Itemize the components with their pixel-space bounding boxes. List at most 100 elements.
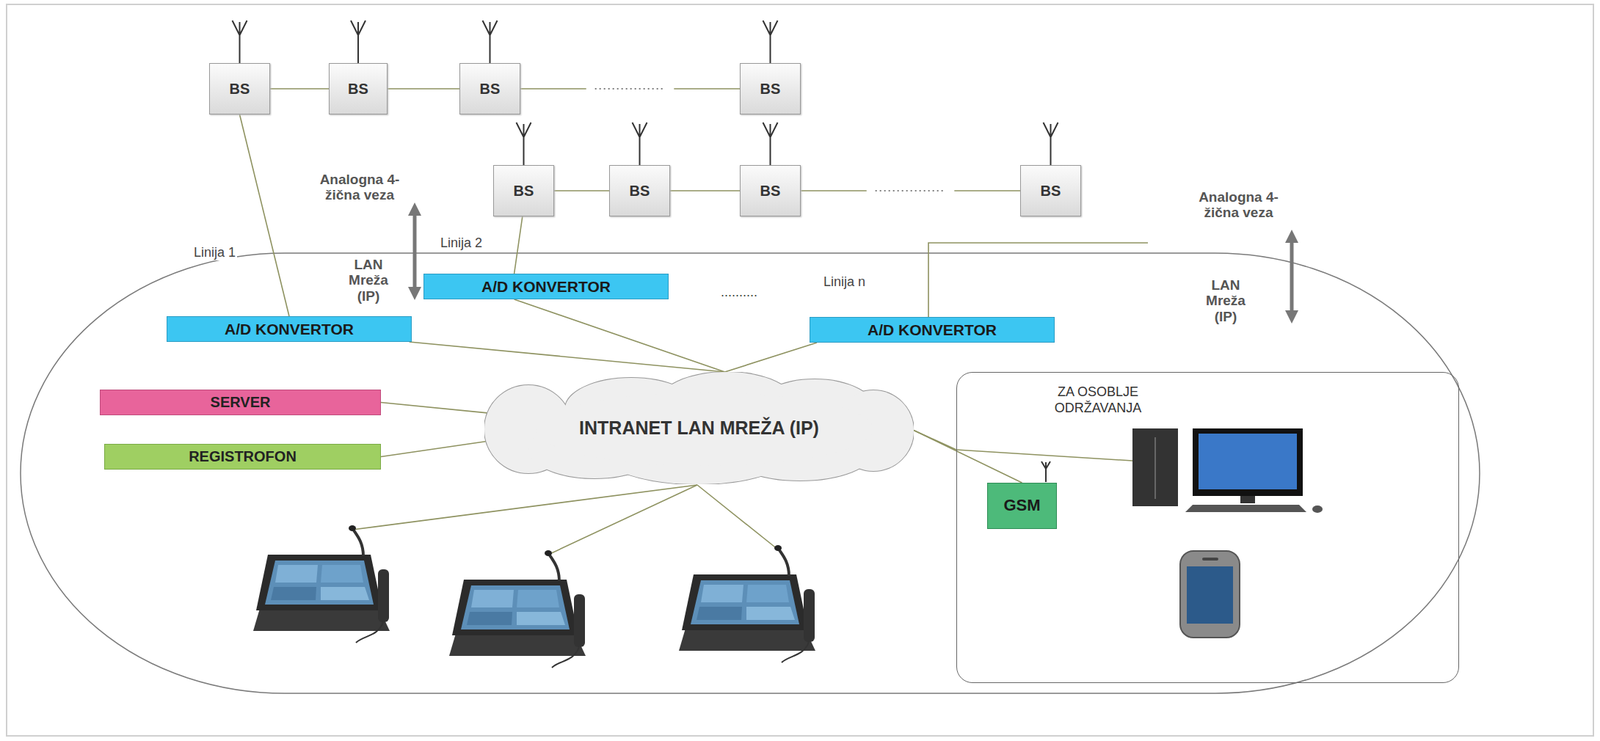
connector-line [670, 190, 740, 192]
node-text: ZA OSOBLJE ODRŽAVANJA [1042, 384, 1154, 417]
connector [514, 216, 523, 274]
connector-line [954, 190, 1021, 192]
line-wire [928, 242, 1148, 318]
frame [6, 4, 1594, 737]
connector-line [380, 402, 494, 414]
wire [956, 449, 1133, 461]
connector [725, 342, 817, 373]
base-station-box: BS [1020, 165, 1082, 217]
connector [380, 402, 494, 414]
antenna-symbol [516, 122, 532, 167]
mobile-phone-icon [1180, 551, 1240, 638]
connector-line [520, 88, 587, 90]
mouse [1312, 505, 1323, 514]
converter-box: A/D KONVERTOR [809, 317, 1055, 343]
pc-tower [1132, 428, 1178, 507]
cloud-part [535, 392, 874, 467]
connector [520, 88, 740, 90]
connector-line [913, 430, 1023, 483]
pc-tower-detail [1154, 437, 1156, 500]
node-text: BS [513, 182, 535, 200]
node-text: REGISTROFON [188, 448, 297, 466]
network-label: LAN Mreža (IP) [1196, 277, 1256, 325]
node-text: BS [760, 80, 781, 98]
connector [387, 88, 460, 90]
node-text: BS [347, 80, 369, 98]
antenna-symbol [1043, 122, 1059, 167]
connector-line [673, 88, 740, 90]
double-arrow [413, 209, 417, 294]
ellipsis-label: .......... [719, 284, 759, 301]
node-text: BS [480, 80, 501, 98]
base-station-box: BS [493, 165, 555, 217]
dispatcher-console [678, 545, 816, 663]
connector-line [240, 114, 290, 317]
gsm-box: GSM [987, 482, 1057, 530]
dotted-line [595, 88, 666, 90]
dispatcher-console [253, 525, 390, 643]
link-type-label: Analogna 4-žična veza [315, 171, 404, 204]
base-station-box: BS [609, 165, 671, 217]
double-arrow [1290, 236, 1294, 318]
connector [514, 299, 726, 373]
connector [800, 190, 1021, 192]
node-text: GSM [1003, 496, 1040, 516]
node-text: A/D KONVERTOR [224, 320, 354, 339]
phone-speaker [1202, 557, 1219, 561]
connector-line [514, 299, 726, 373]
connector [409, 342, 726, 373]
node-text: BS [229, 80, 251, 98]
connector [240, 114, 290, 317]
wire [548, 485, 698, 555]
base-station-box: BS [459, 63, 521, 115]
connector [270, 88, 329, 90]
connector [913, 430, 1023, 483]
node-text: A/D KONVERTOR [481, 278, 611, 296]
connector-line [270, 88, 329, 90]
connector-line [409, 342, 726, 373]
phone-screen [1186, 566, 1234, 624]
antenna-symbol [232, 20, 248, 65]
connector-line [380, 440, 494, 457]
connector-line [725, 342, 817, 373]
wire [352, 485, 698, 530]
monitor [1192, 428, 1303, 497]
antenna-symbol [482, 20, 498, 65]
node-text: INTRANET LAN MREŽA (IP) [579, 416, 820, 440]
connector [554, 190, 610, 192]
network-cloud: INTRANET LAN MREŽA (IP) [484, 372, 914, 485]
server-box: SERVER [99, 389, 381, 416]
antenna-symbol [763, 122, 778, 167]
line-label: Linija 2 [438, 235, 484, 252]
phone-body [1180, 551, 1240, 638]
base-station-box: BS [209, 63, 271, 115]
monitor-screen [1198, 433, 1297, 490]
maintenance-area: ZA OSOBLJE ODRŽAVANJA GSM [956, 372, 1460, 684]
computer-icon [1132, 428, 1323, 514]
line-label: Linija 1 [192, 245, 238, 261]
node-text: SERVER [210, 394, 271, 412]
converter-box: A/D KONVERTOR [166, 316, 412, 343]
wire [697, 485, 778, 550]
system-boundary [20, 253, 1480, 694]
gsm-antenna [1041, 461, 1051, 483]
antenna-symbol [632, 122, 648, 167]
connector-line [554, 190, 610, 192]
recorder-box: REGISTROFON [104, 444, 381, 470]
connector [380, 440, 494, 457]
monitor-stand [1240, 496, 1256, 504]
network-label: LAN Mreža (IP) [339, 256, 398, 304]
base-station-box: BS [328, 63, 388, 115]
node-text: BS [760, 182, 781, 200]
base-station-box: BS [739, 63, 801, 115]
antenna-symbols [232, 20, 1059, 167]
line-label: Linija n [822, 274, 867, 290]
converter-box: A/D KONVERTOR [423, 273, 669, 300]
base-station-box: BS [739, 165, 801, 217]
antenna-symbol [350, 20, 366, 65]
node-text: BS [1040, 182, 1062, 200]
connector-line [514, 216, 523, 274]
link-type-label: Analogna 4-žična veza [1192, 189, 1285, 221]
node-text: BS [629, 182, 651, 200]
